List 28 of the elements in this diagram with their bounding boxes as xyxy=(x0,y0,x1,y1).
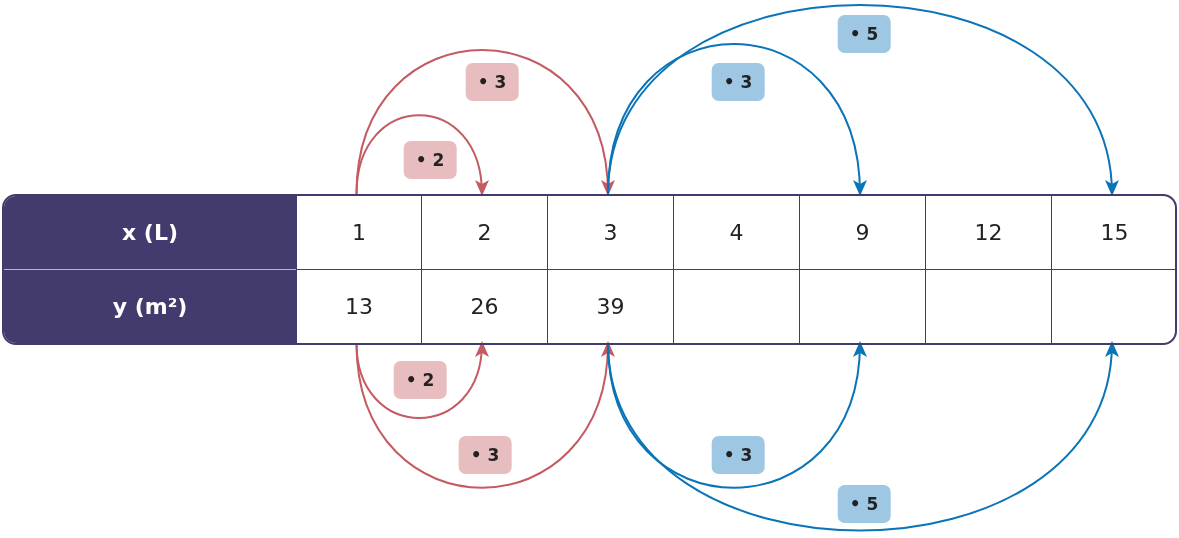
curved-arrow xyxy=(355,341,488,419)
table-cell: 2 xyxy=(421,196,547,270)
curved-arrow xyxy=(355,49,614,196)
table-cell: 4 xyxy=(673,196,799,270)
table-cell: 3 xyxy=(547,196,673,270)
curved-arrow xyxy=(355,341,614,489)
curved-arrow xyxy=(607,4,1117,196)
table-cell: 15 xyxy=(1051,196,1175,270)
table-cell: 39 xyxy=(547,270,673,343)
curved-arrow xyxy=(607,341,866,489)
table-cell: 9 xyxy=(799,196,925,270)
table-cell: 1 xyxy=(296,196,421,270)
table-cell: 12 xyxy=(925,196,1051,270)
row-header-cell: y (m²) xyxy=(4,270,296,343)
curved-arrow xyxy=(607,43,866,196)
table-cell: 26 xyxy=(421,270,547,343)
curved-arrow xyxy=(355,114,488,196)
edge-label: • 2 xyxy=(403,141,457,179)
row-header-cell: x (L) xyxy=(4,196,296,270)
edge-label: • 5 xyxy=(837,15,891,53)
edge-label: • 3 xyxy=(465,63,519,101)
edge-label: • 3 xyxy=(711,436,765,474)
edge-label: • 2 xyxy=(393,361,447,399)
edge-label: • 3 xyxy=(711,63,765,101)
curved-arrow xyxy=(607,341,1117,532)
edge-label: • 3 xyxy=(458,436,512,474)
edge-label: • 5 xyxy=(837,485,891,523)
table-cell: 13 xyxy=(296,270,421,343)
